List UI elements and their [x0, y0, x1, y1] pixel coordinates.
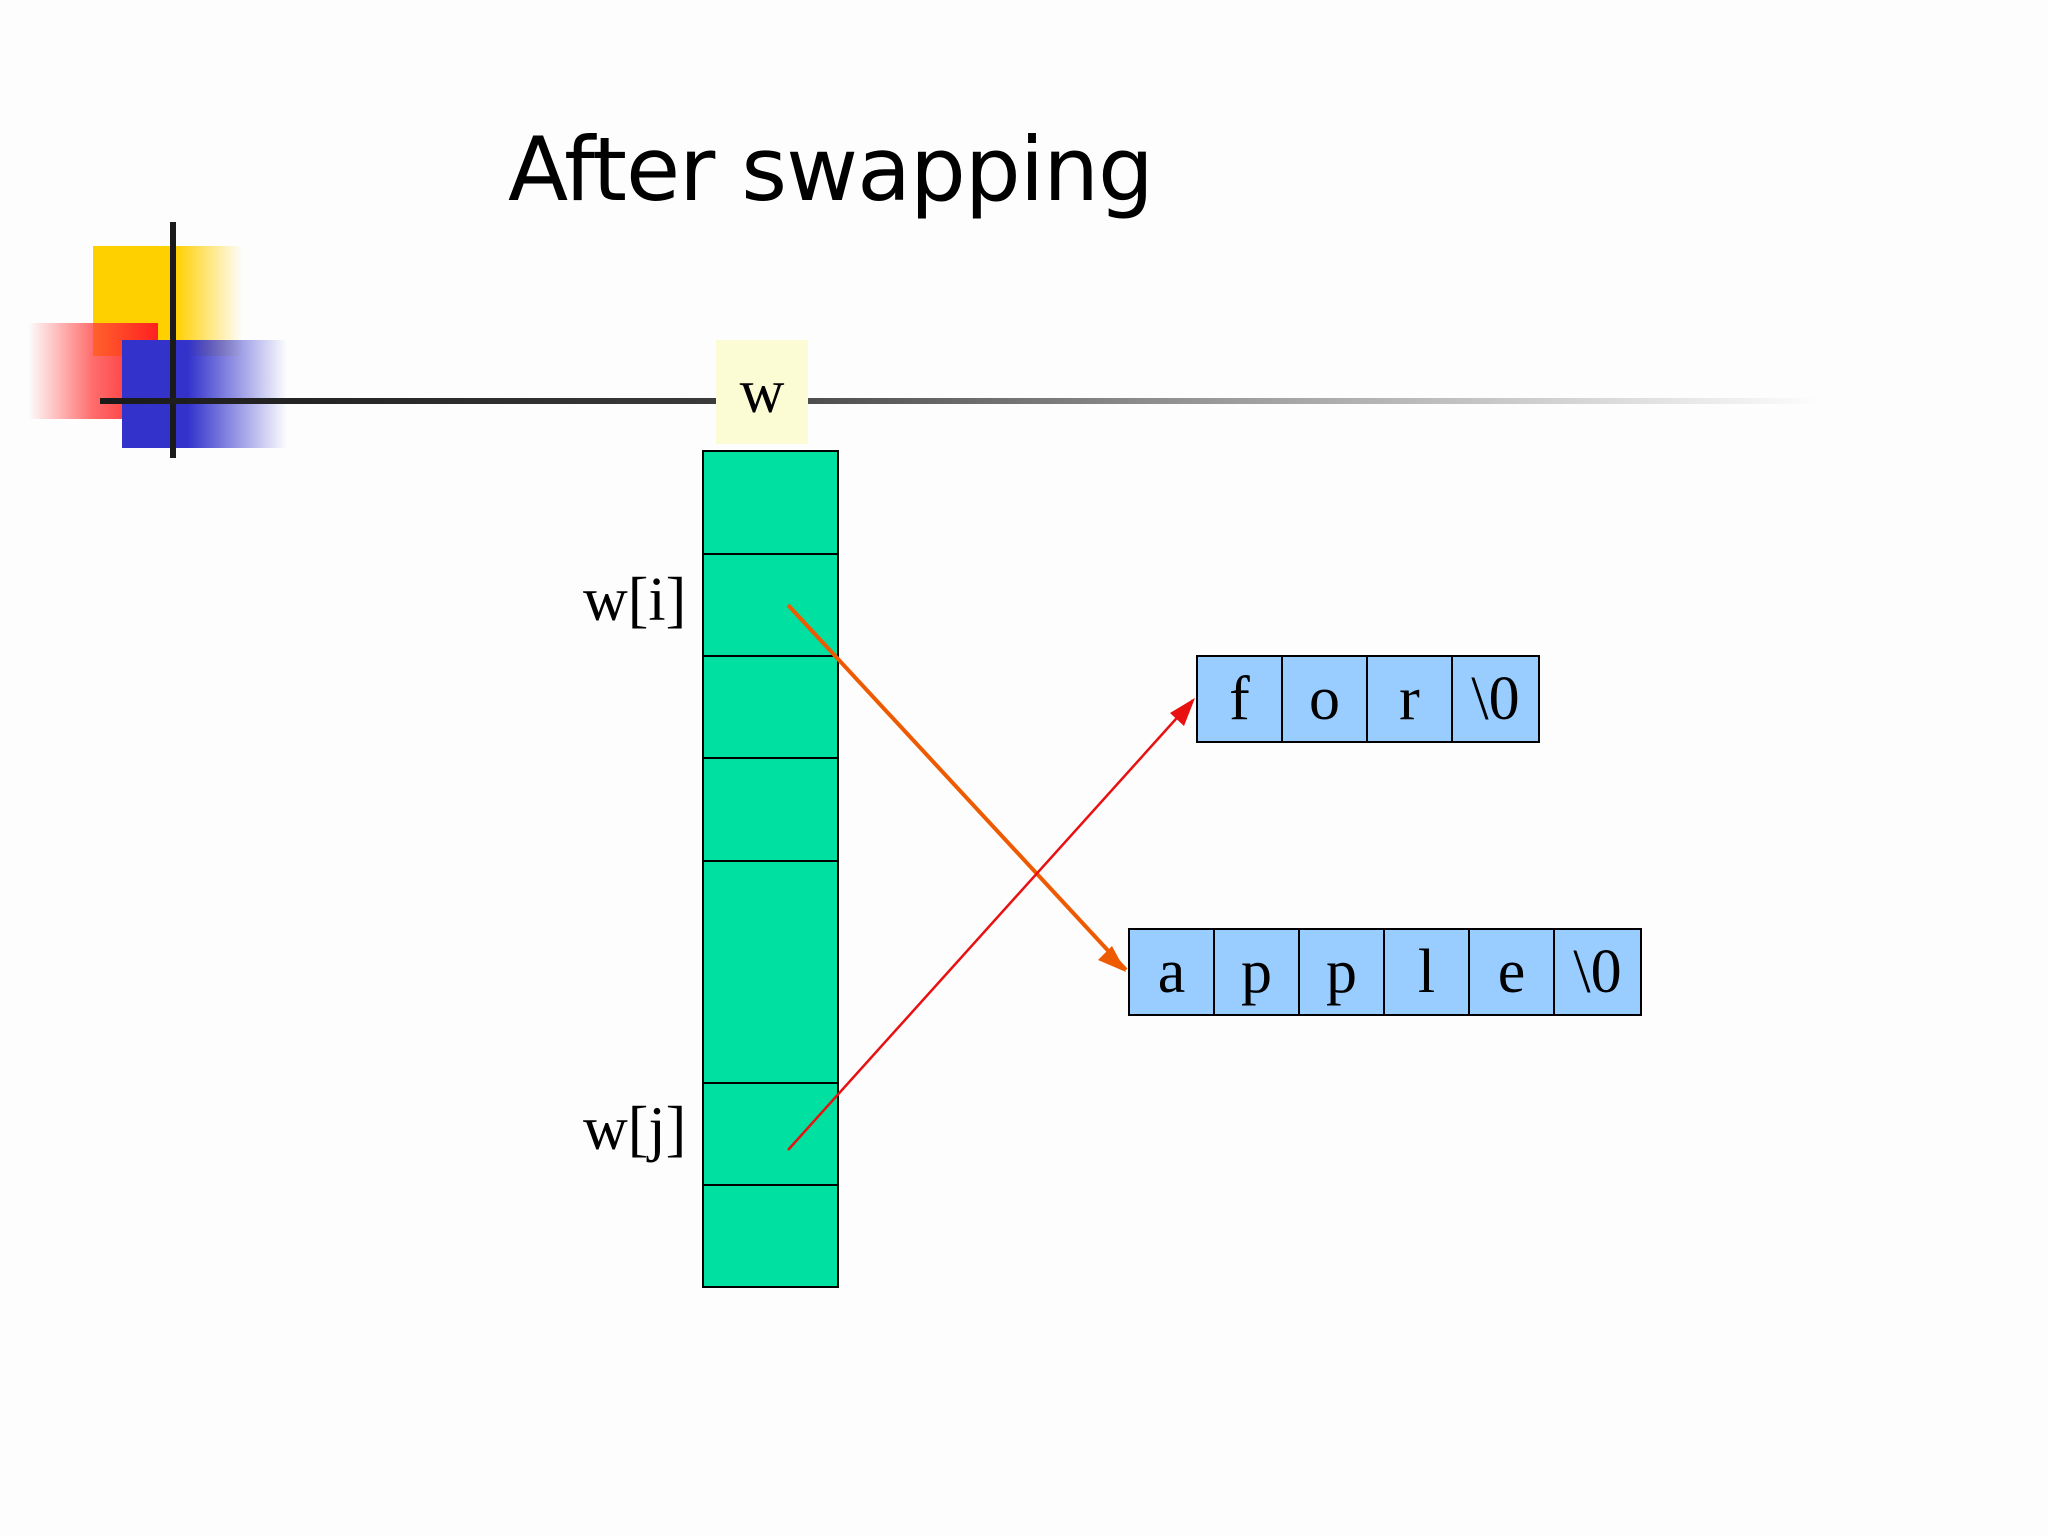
decoration-horizontal-rule: [100, 398, 1820, 404]
char-cell: o: [1283, 657, 1368, 741]
char-cell: f: [1198, 657, 1283, 741]
arrow-w-j-to-for: [787, 699, 1194, 1151]
array-cell-divider: [702, 655, 839, 657]
char-cell: p: [1215, 930, 1300, 1014]
char-cell: \0: [1453, 657, 1538, 741]
array-cell-divider: [702, 1184, 839, 1186]
char-cell: p: [1300, 930, 1385, 1014]
decoration-vertical-line: [170, 222, 176, 458]
array-cell-divider: [702, 1082, 839, 1084]
char-cell: a: [1130, 930, 1215, 1014]
slide-title: After swapping: [508, 118, 1154, 221]
char-cell: r: [1368, 657, 1453, 741]
array-cell-divider: [702, 757, 839, 759]
array-cell-divider: [702, 553, 839, 555]
array-cell-divider: [702, 860, 839, 862]
string-apple: a p p l e \0: [1128, 928, 1642, 1016]
index-label-i: w[i]: [583, 566, 687, 634]
index-label-j: w[j]: [583, 1095, 687, 1163]
char-cell: l: [1385, 930, 1470, 1014]
string-for: f o r \0: [1196, 655, 1540, 743]
decoration-blue-square: [122, 340, 287, 448]
pointer-array: [702, 450, 839, 1288]
array-name: w: [739, 357, 785, 426]
arrow-w-i-to-apple: [786, 603, 1128, 972]
arrow-head-apple: [1098, 946, 1126, 972]
array-name-box: w: [716, 340, 808, 444]
char-cell: \0: [1555, 930, 1640, 1014]
char-cell: e: [1470, 930, 1555, 1014]
arrow-head-for: [1170, 698, 1195, 726]
